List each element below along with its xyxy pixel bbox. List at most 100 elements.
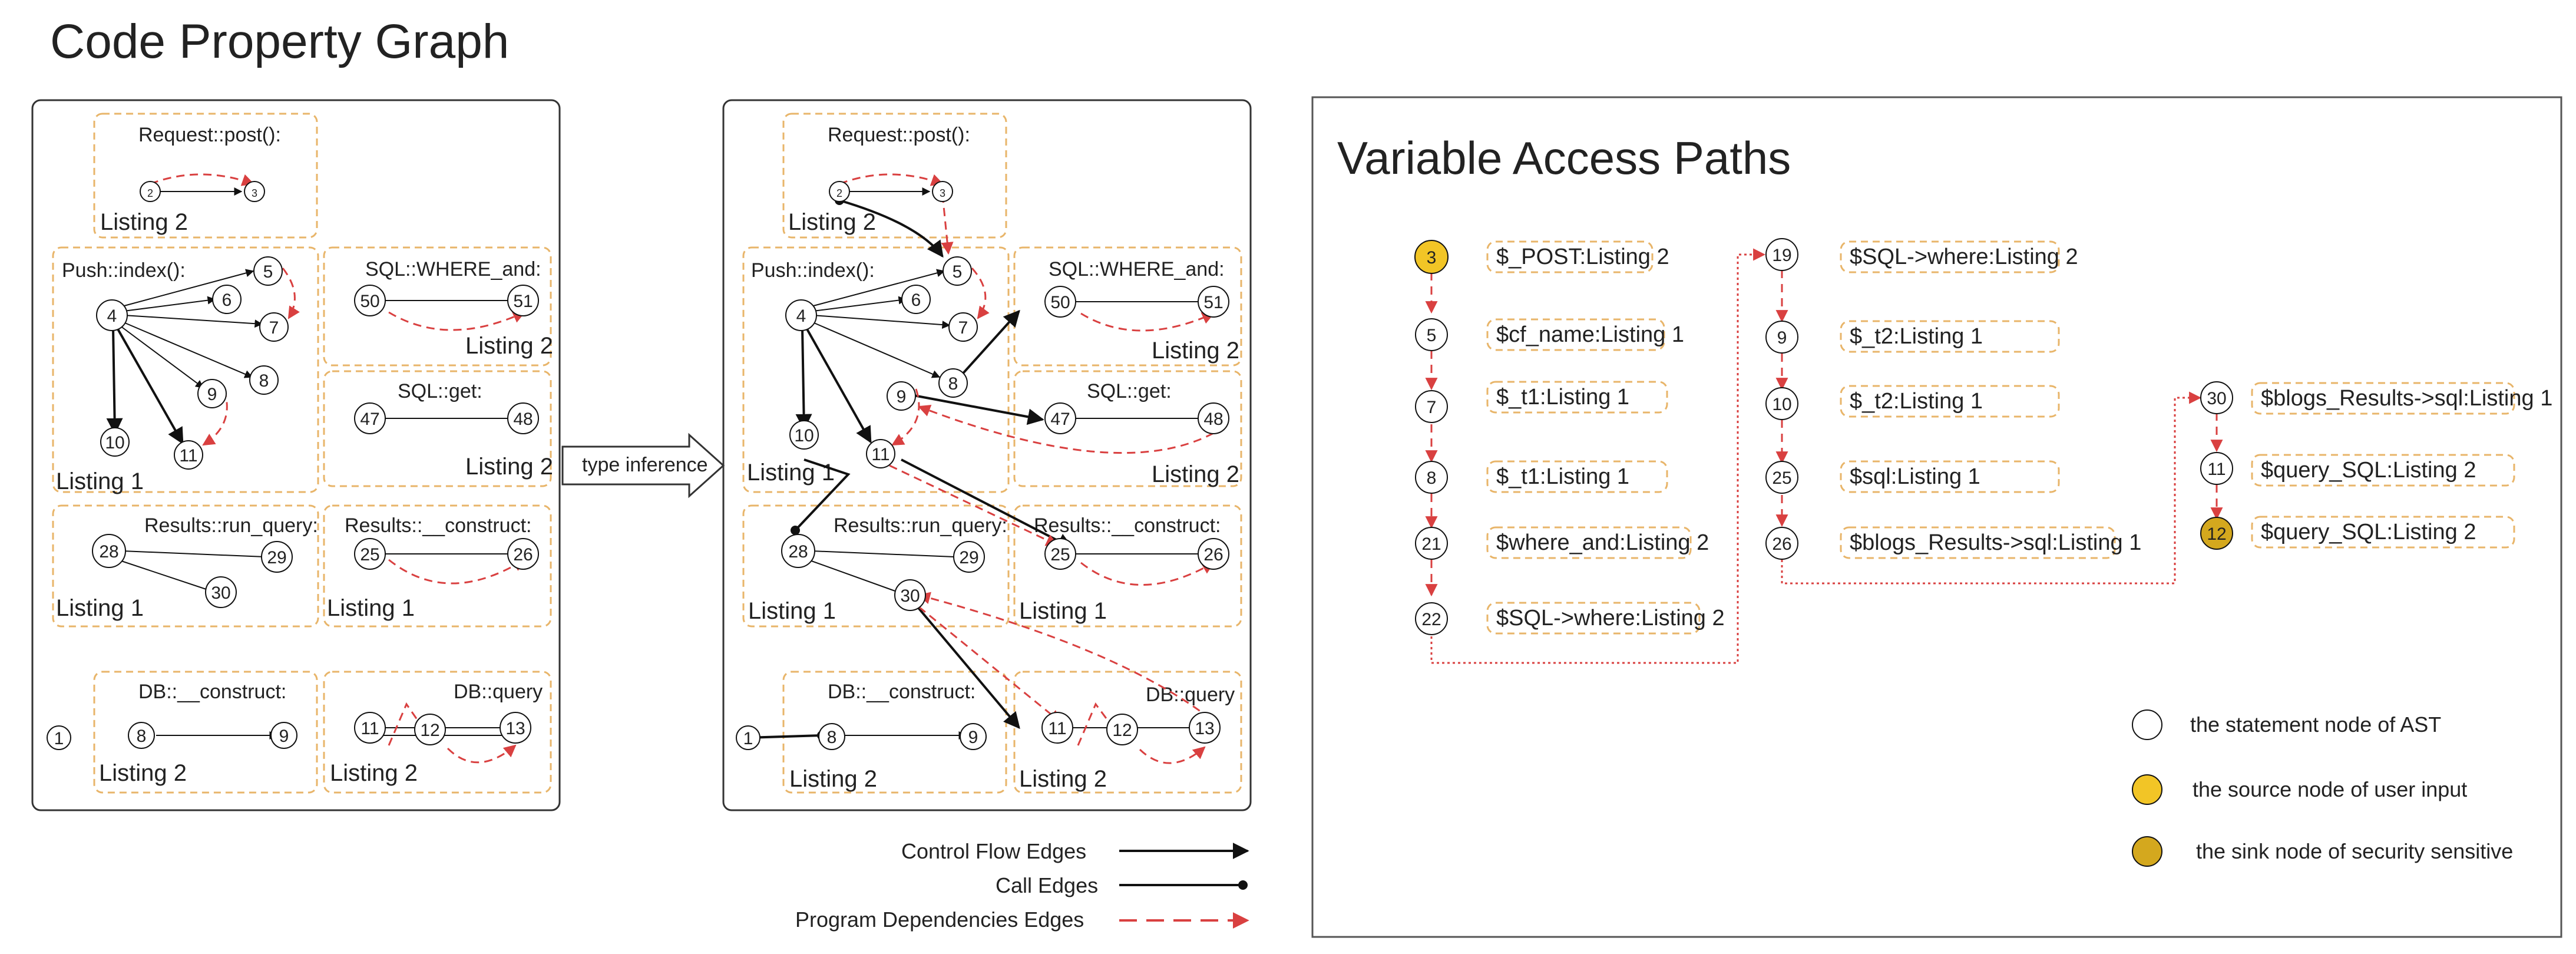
cluster-name: DB::query	[454, 681, 543, 703]
node-label: 50	[1050, 293, 1070, 312]
node-label: 29	[959, 548, 978, 567]
vap-node-label: $SQL->where:Listing 2	[1496, 606, 1725, 631]
node-label: 8	[137, 727, 147, 746]
cluster-name: DB::__construct:	[138, 681, 286, 703]
listing-label: Listing 1	[327, 595, 415, 621]
edge-legend: Control Flow Edges Call Edges Program De…	[795, 839, 1249, 932]
cluster-name: Results::__construct:	[345, 514, 531, 537]
node-label: 7	[958, 318, 968, 338]
vap-node-label: $_t2:Listing 1	[1850, 324, 1983, 349]
listing-label: Listing 1	[748, 598, 836, 624]
cluster-where	[323, 246, 552, 367]
vap-node-label: $_t1:Listing 1	[1496, 385, 1629, 410]
node-label: 47	[1050, 410, 1070, 429]
page-title: Code Property Graph	[50, 15, 509, 68]
node-label: 5	[953, 262, 963, 282]
node-label: 13	[505, 719, 525, 738]
cluster-query	[323, 671, 552, 794]
cluster-name: DB::__construct:	[828, 681, 975, 703]
legend-label-dependency: Program Dependencies Edges	[795, 907, 1084, 932]
cluster-db	[93, 671, 318, 794]
node-label: 25	[1050, 545, 1070, 565]
listing-label: Listing 2	[789, 766, 877, 792]
vap-node-label: $blogs_Results->sql:Listing 1	[2261, 386, 2552, 411]
cluster-name: Results::run_query:	[834, 514, 1007, 537]
node-label: 29	[267, 548, 286, 567]
node-label: 10	[105, 433, 124, 453]
listing-label: Listing 1	[747, 460, 835, 486]
vap-node-id: 11	[2207, 460, 2226, 479]
vap-node-id: 7	[1427, 398, 1437, 417]
node-label: 7	[269, 318, 279, 338]
node-label: 30	[211, 583, 230, 603]
cluster-post	[93, 113, 318, 239]
cpg-panel-left: Request::post(): Listing 2 Push::index()…	[31, 99, 561, 811]
node-label: 26	[1203, 545, 1223, 565]
cluster-name: SQL::WHERE_and:	[1049, 258, 1225, 280]
node-label: 6	[911, 291, 921, 310]
node-label: 1	[743, 729, 753, 748]
node-label: 9	[897, 387, 907, 407]
listing-label: Listing 2	[1152, 461, 1239, 487]
node-label: 8	[827, 728, 837, 747]
node-label: 47	[360, 410, 379, 429]
listing-label: Listing 1	[56, 595, 144, 621]
node-label: 9	[968, 728, 978, 747]
listing-label: Listing 2	[465, 333, 553, 359]
cluster-name: Push::index():	[751, 259, 875, 282]
vap-node-id: 25	[1772, 468, 1791, 488]
node-label: 12	[420, 721, 439, 740]
vap-node-label: $_t1:Listing 1	[1496, 464, 1629, 489]
vap-node-id: 5	[1427, 326, 1437, 345]
legend-source: the source node of user input	[2193, 777, 2467, 801]
cluster-name: Request::post():	[828, 124, 970, 146]
listing-label: Listing 2	[100, 209, 188, 235]
cluster-get	[323, 370, 552, 487]
type-inference-arrow: type inference	[561, 433, 725, 499]
cpg-panel-right: Request::post(): Listing 2 Push::index()…	[722, 99, 1252, 811]
vap-node-id: 26	[1772, 534, 1791, 554]
cluster-name: SQL::get:	[1087, 380, 1172, 402]
node-label: 25	[360, 545, 379, 565]
listing-label: Listing 2	[330, 760, 418, 786]
listing-label: Listing 2	[465, 454, 553, 480]
node-label: 4	[107, 306, 117, 326]
statement-node-swatch	[2132, 709, 2162, 740]
legend-sink: the sink node of security sensitive	[2196, 839, 2513, 863]
source-node-swatch	[2132, 774, 2162, 805]
cluster-name: Results::__construct:	[1034, 514, 1221, 537]
vap-node-label: $_t2:Listing 1	[1850, 389, 1983, 414]
cluster-name: Results::run_query:	[144, 514, 318, 537]
node-label: 11	[361, 719, 379, 738]
vap-node-id: 19	[1772, 246, 1791, 265]
vap-title: Variable Access Paths	[1337, 132, 1791, 184]
vap-node-id: 9	[1777, 328, 1787, 348]
node-label: 5	[263, 262, 273, 282]
node-label: 51	[513, 292, 533, 311]
cluster-name: SQL::WHERE_and:	[365, 258, 541, 280]
node-label: 13	[1195, 719, 1214, 738]
node-label: 48	[1203, 410, 1223, 429]
cluster-name: Request::post():	[138, 124, 281, 146]
vap-node-label: $query_SQL:Listing 2	[2261, 520, 2476, 544]
node-label: 6	[222, 291, 232, 310]
type-inference-label: type inference	[582, 454, 708, 476]
vap-node-id: 21	[1421, 534, 1441, 554]
vap-node-label: $where_and:Listing 2	[1496, 530, 1709, 555]
listing-label: Listing 2	[99, 760, 187, 786]
node-label: 8	[259, 371, 269, 391]
cpg-nodes-left	[47, 181, 539, 750]
vap-node-label: $query_SQL:Listing 2	[2261, 458, 2476, 483]
legend-label-control: Control Flow Edges	[901, 839, 1086, 863]
node-label: 26	[513, 545, 533, 565]
listing-label: Listing 2	[788, 209, 876, 235]
cluster-name: DB::query	[1146, 684, 1235, 706]
listing-label: Listing 1	[56, 468, 144, 494]
vap-node-id: 8	[1427, 468, 1437, 488]
node-label: 2	[836, 187, 842, 199]
vap-node-label: $cf_name:Listing 1	[1496, 322, 1684, 347]
vap-node-id: 12	[2207, 524, 2226, 544]
vap-node-label: $sql:Listing 1	[1850, 464, 1980, 489]
vap-node-label: $SQL->where:Listing 2	[1850, 245, 2078, 269]
node-label: 28	[99, 542, 118, 562]
